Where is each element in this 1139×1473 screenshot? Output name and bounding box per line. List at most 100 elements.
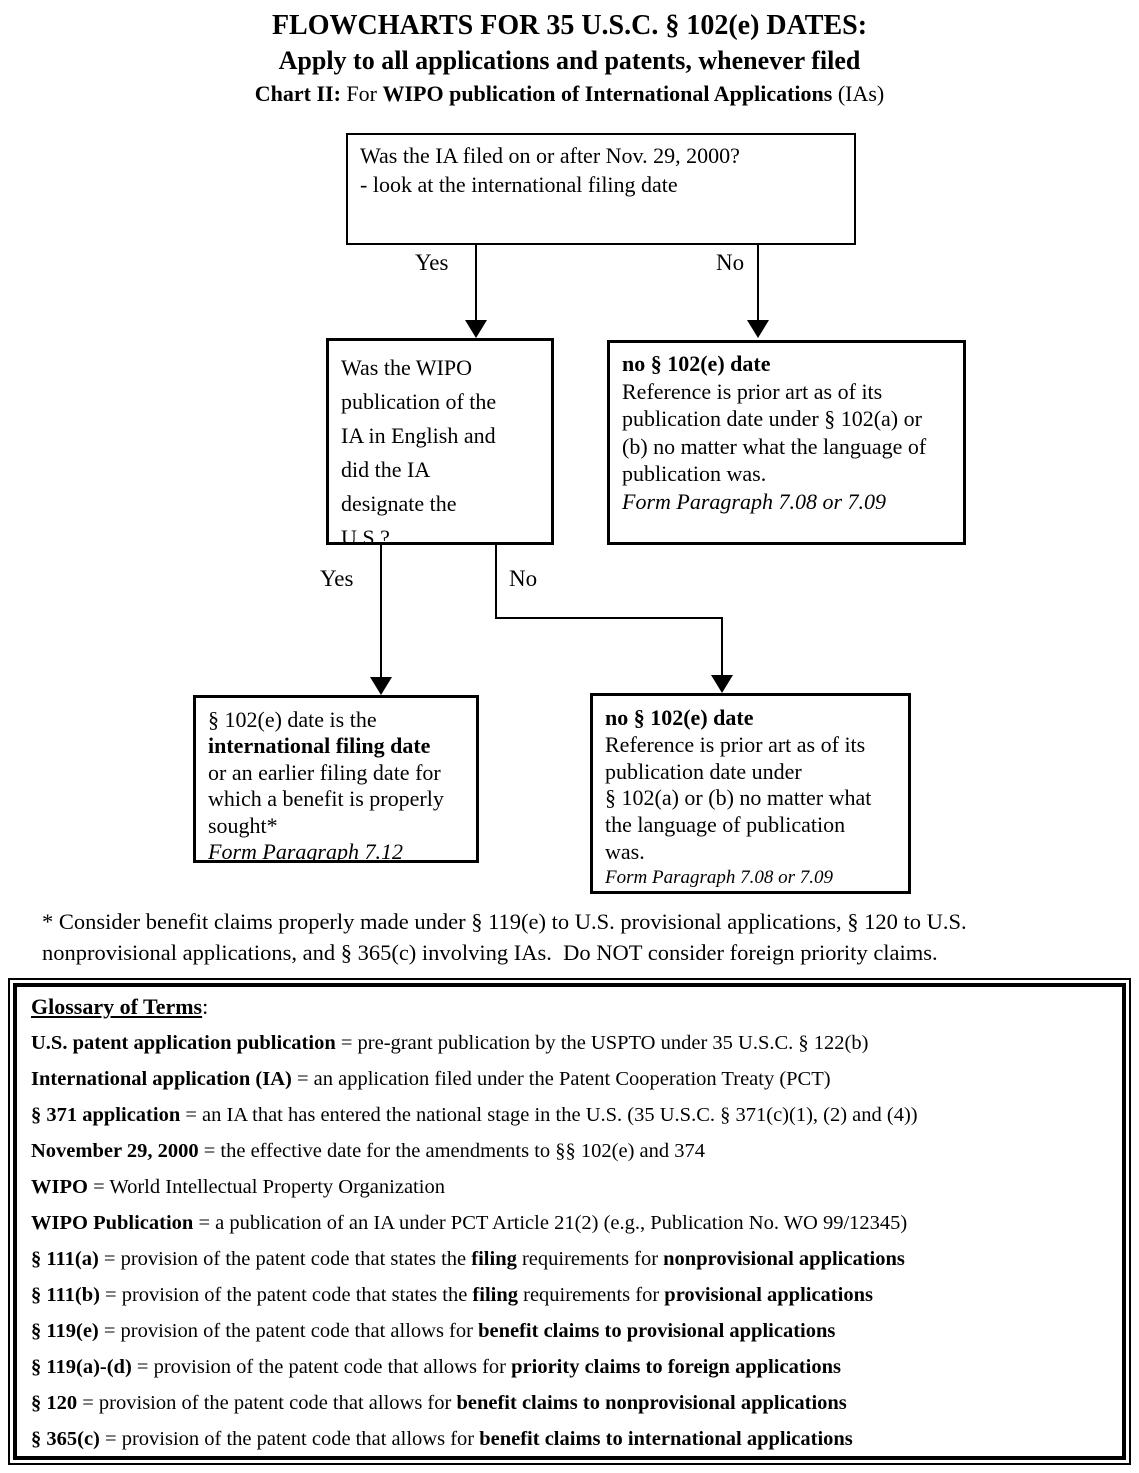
connector-no-2-drop [721,617,723,677]
glossary-box: Glossary of Terms: U.S. patent applicati… [8,978,1131,1465]
decision-box-ia-filing-date: Was the IA filed on or after Nov. 29, 20… [346,133,856,245]
text-segment: = World Intellectual Property Organizati… [87,1176,445,1198]
text-segment: = provision of the patent code that allo… [77,1392,457,1414]
glossary-entry-international-application: International application (IA) = an appl… [31,1061,1114,1097]
text-segment: requirements for [516,1248,664,1270]
text-line: did the IA [341,457,431,482]
glossary-box-inner: Glossary of Terms: U.S. patent applicati… [13,983,1126,1460]
text-line: the language of publication [605,812,846,838]
text-segment: = pre-grant publication by the USPTO und… [335,1032,869,1054]
text-line: publication was. [622,461,767,486]
connector-yes-2 [380,545,382,678]
outcome-heading: no § 102(e) date [622,351,771,376]
branch-label-no-1: No [716,250,745,275]
text-segment: benefit claims to provisional applicatio… [478,1320,836,1342]
text-segment: = provision of the patent code that stat… [99,1284,473,1306]
text-line: was. [605,839,645,865]
text-segment: November 29, 2000 [31,1140,199,1162]
text-line: Reference is prior art as of its [605,731,866,757]
text-segment: provisional applications [664,1284,873,1306]
page-subtitle: Apply to all applications and patents, w… [278,46,861,75]
text-line: publication of the [341,389,497,414]
text-segment: § 119(a)-(d) [31,1356,132,1378]
text-line: (b) no matter what the language of [622,433,927,459]
footnote: * Consider benefit claims properly made … [42,906,1120,968]
text-line: § 102(a) or (b) no matter what [605,785,872,811]
branch-label-no-2: No [509,566,538,591]
text-line: or an earlier filing date for [208,759,441,785]
glossary-entry-wipo: WIPO = World Intellectual Property Organ… [31,1169,1114,1205]
glossary-entry-365c: § 365(c) = provision of the patent code … [31,1421,1114,1456]
arrow-down-icon [465,320,487,338]
text-line: designate the [341,491,457,516]
text-line: * Consider benefit claims properly made … [42,909,967,934]
text-segment: = a publication of an IA under PCT Artic… [193,1212,908,1234]
text-segment: § 120 [31,1392,78,1414]
text-line: international filing date [208,733,431,759]
text-segment: = the effective date for the amendments … [198,1140,706,1162]
text-segment: § 111(b) [31,1284,100,1306]
connector-yes-1 [475,245,477,322]
text-line: which a benefit is properly [208,786,444,812]
text-segment: benefit claims to nonprovisional applica… [456,1392,847,1414]
text-segment: nonprovisional applications [663,1248,905,1270]
text-segment: § 111(a) [31,1248,99,1270]
branch-label-yes-2: Yes [320,566,354,591]
chart-caption: Chart II: For WIPO publication of Intern… [0,81,1139,107]
text-line: Was the WIPO [341,355,473,380]
text-segment: = provision of the patent code that allo… [99,1428,480,1450]
arrow-down-icon [370,677,392,695]
text-segment: : [202,994,209,1019]
text-segment: U.S. patent application publication [31,1032,336,1054]
arrow-down-icon [711,675,733,693]
text-segment: = provision of the patent code that stat… [98,1248,472,1270]
page-title: FLOWCHARTS FOR 35 U.S.C. § 102(e) DATES: [271,10,868,41]
text-segment: Chart II: [254,81,341,106]
outcome-box-no-102e-date-bottom: no § 102(e) date Reference is prior art … [590,693,911,894]
text-segment: (IAs) [832,81,885,106]
glossary-entry-119e: § 119(e) = provision of the patent code … [31,1313,1114,1349]
text-segment: Glossary of Terms [31,994,203,1019]
text-segment: WIPO [31,1176,88,1198]
text-segment: = an application filed under the Patent … [291,1068,831,1090]
text-segment: = provision of the patent code that allo… [131,1356,512,1378]
glossary-entry-111b: § 111(b) = provision of the patent code … [31,1277,1114,1313]
glossary-entry-111a: § 111(a) = provision of the patent code … [31,1241,1114,1277]
text-line: publication date under [605,758,802,784]
arrow-down-icon [747,320,769,338]
outcome-box-no-102e-date-right: no § 102(e) date Reference is prior art … [607,340,966,545]
text-segment: filing [472,1284,518,1306]
glossary-entry-wipo-publication: WIPO Publication = a publication of an I… [31,1205,1114,1241]
text-line: publication date under § 102(a) or [622,406,922,431]
glossary-entry-november-29-2000: November 29, 2000 = the effective date f… [31,1133,1114,1169]
glossary-entry-us-patent-application-publication: U.S. patent application publication = pr… [31,1025,1114,1061]
branch-label-yes-1: Yes [415,250,449,275]
glossary-entry-120: § 120 = provision of the patent code tha… [31,1385,1114,1421]
text-segment: § 365(c) [31,1428,100,1450]
form-paragraph-note: Form Paragraph 7.08 or 7.09 [622,488,887,514]
connector-no-2-horizontal [495,617,723,619]
decision-box-wipo-english: Was the WIPO publication of the IA in Engl… [326,338,554,550]
text-line: U.S.? [341,525,390,550]
text-segment: = an IA that has entered the national st… [180,1104,918,1126]
text-segment: filing [471,1248,517,1270]
form-paragraph-note: Form Paragraph 7.08 or 7.09 [605,866,834,888]
title-block: FLOWCHARTS FOR 35 U.S.C. § 102(e) DATES:… [0,10,1139,107]
text-line: § 102(e) date is the [208,707,377,732]
text-line: Was the IA filed on or after Nov. 29, 20… [360,143,740,168]
text-line: Form Paragraph 7.12 [208,838,403,863]
text-line: IA in English and [341,423,496,448]
glossary-entry-119a-d: § 119(a)-(d) = provision of the patent c… [31,1349,1114,1385]
text-segment: International application (IA) [31,1068,292,1090]
glossary-entry-371-application: § 371 application = an IA that has enter… [31,1097,1114,1133]
text-line: sought* [208,812,278,838]
text-segment: For [340,81,383,106]
outcome-heading: no § 102(e) date [605,705,754,730]
text-segment: requirements for [518,1284,665,1306]
text-line: - look at the international filing date [360,171,678,197]
text-line: nonprovisional applications, and § 365(c… [42,940,938,965]
